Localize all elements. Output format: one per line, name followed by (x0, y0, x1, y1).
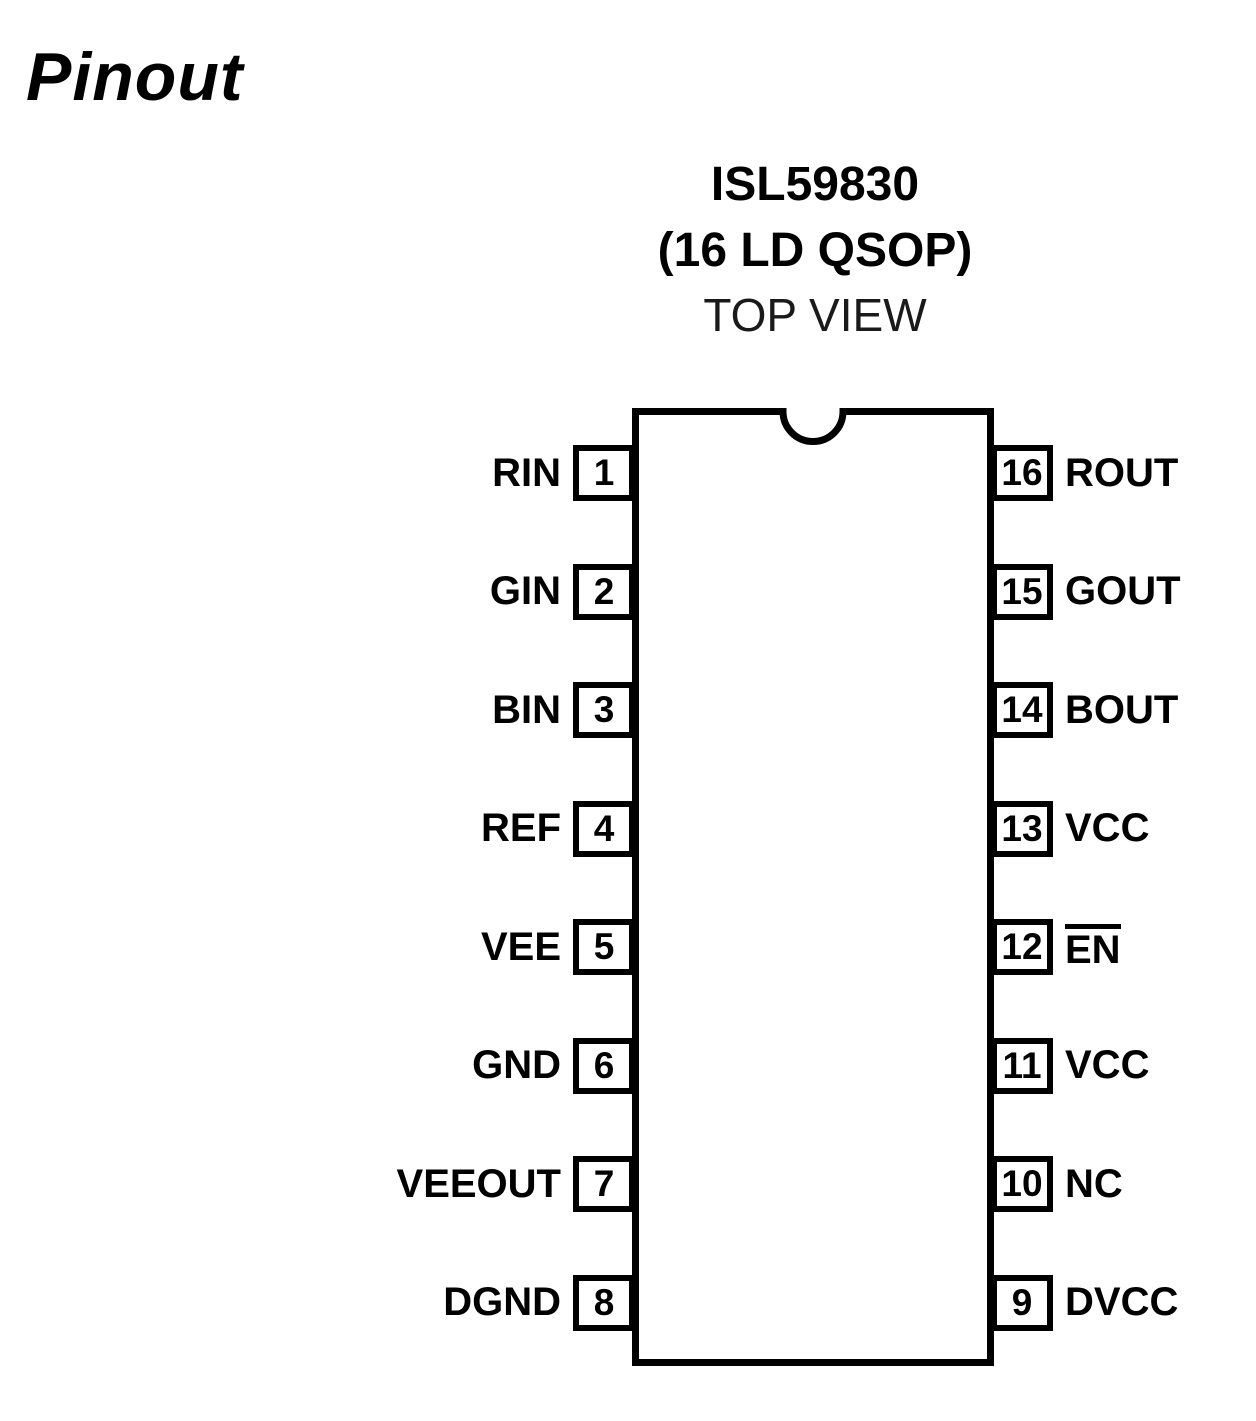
pin-number-box: 1 (573, 445, 635, 501)
pin-row-left-1: RIN 1 (492, 444, 635, 502)
pin-number-box: 8 (573, 1274, 635, 1331)
pin-row-right-14: 14 BOUT (991, 681, 1178, 739)
pin-number-box: 9 (991, 1274, 1053, 1331)
pin-number-box: 15 (991, 563, 1053, 620)
chip-view-label: TOP VIEW (703, 289, 927, 342)
pin-row-right-12: 12 EN (991, 918, 1121, 976)
pin-number-box: 12 (991, 919, 1053, 976)
chip-package: (16 LD QSOP) (657, 224, 973, 278)
pin-row-left-6: GND 6 (472, 1037, 635, 1095)
pin-number-box: 13 (991, 800, 1053, 857)
pin-number-box: 3 (573, 682, 635, 739)
pin-label: VEE (480, 924, 561, 969)
ic-body-outline (632, 408, 994, 1366)
pin-label: BOUT (1065, 687, 1179, 732)
pin-label: VCC (1065, 806, 1150, 851)
pins-left-column: RIN 1 GIN 2 BIN 3 REF 4 VEE 5 GND 6 VEEO… (300, 444, 635, 1332)
pin-label: BIN (492, 687, 561, 732)
chip-name: ISL59830 (710, 158, 920, 211)
pin-row-left-8: DGND 8 (443, 1274, 635, 1332)
pins-right-column: 16 ROUT 15 GOUT 14 BOUT 13 VCC 12 EN 11 … (991, 444, 1256, 1332)
pin-label: REF (481, 806, 561, 851)
pin-row-left-2: GIN 2 (490, 563, 635, 621)
pin-row-left-3: BIN 3 (492, 681, 635, 739)
pin-label: VCC (1065, 1043, 1150, 1088)
pin-label: ROUT (1065, 450, 1179, 495)
pin-number-box: 5 (573, 919, 635, 976)
pin-row-right-13: 13 VCC (991, 800, 1149, 858)
chip-header: ISL59830 (16 LD QSOP) TOP VIEW (585, 152, 1045, 348)
pin-number-box: 14 (991, 682, 1053, 739)
pin-number-box: 6 (573, 1037, 635, 1094)
pin-label: GOUT (1065, 569, 1181, 614)
pin-row-left-5: VEE 5 (481, 918, 635, 976)
pin-number-box: 11 (991, 1037, 1053, 1094)
pin-label: NC (1065, 1161, 1123, 1206)
pin-row-left-7: VEEOUT 7 (397, 1155, 635, 1213)
pin-number-box: 16 (991, 445, 1053, 501)
pin-label: GIN (489, 569, 561, 614)
pin-row-right-15: 15 GOUT (991, 563, 1181, 621)
pin-row-right-11: 11 VCC (991, 1037, 1149, 1095)
pin-label: DVCC (1065, 1280, 1179, 1325)
pin-row-right-16: 16 ROUT (991, 444, 1178, 502)
pin-number-box: 10 (991, 1156, 1053, 1213)
pin-label: DGND (443, 1280, 561, 1325)
pin-label: VEEOUT (396, 1161, 561, 1206)
page-title: Pinout (26, 39, 244, 115)
pin-row-right-9: 9 DVCC (991, 1274, 1178, 1332)
ic-body (632, 408, 994, 1366)
pin-label: GND (472, 1043, 561, 1088)
pin-number-box: 2 (573, 563, 635, 620)
pin-row-left-4: REF 4 (481, 800, 635, 858)
pin-label: RIN (492, 450, 561, 495)
pin-label: EN (1065, 924, 1121, 970)
pin-row-right-10: 10 NC (991, 1155, 1123, 1213)
pin-number-box: 7 (573, 1156, 635, 1213)
pin-number-box: 4 (573, 800, 635, 857)
